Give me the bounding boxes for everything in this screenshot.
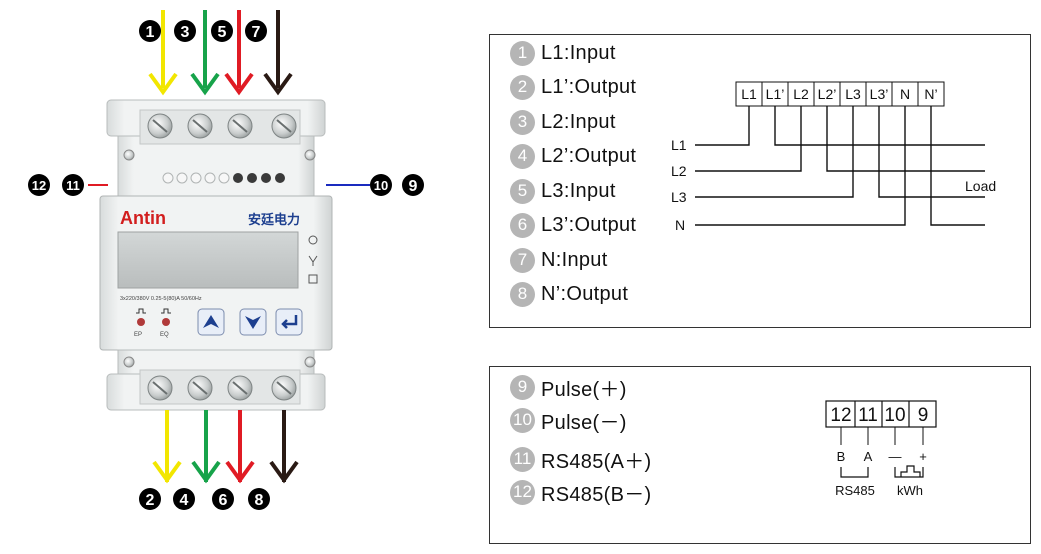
- strip-label: N’: [924, 86, 937, 102]
- line-label: L1: [671, 137, 687, 153]
- svg-text:8: 8: [255, 492, 264, 509]
- down-button[interactable]: [239, 308, 267, 336]
- square-icon: [308, 274, 318, 284]
- ep-label: EP: [134, 332, 142, 338]
- badge-bottom-8: 8: [248, 488, 270, 510]
- svg-text:6: 6: [219, 492, 228, 509]
- up-button[interactable]: [197, 308, 225, 336]
- signal-label: A: [864, 449, 873, 464]
- brand-cn: 安廷电力: [248, 212, 300, 227]
- svg-text:4: 4: [180, 492, 189, 509]
- meter-body: [99, 99, 333, 411]
- comm-icon: [308, 235, 318, 245]
- brand-logo: Antin: [120, 208, 166, 228]
- svg-text:11: 11: [66, 178, 80, 193]
- branch-icon: [308, 255, 318, 266]
- strip-label: N: [900, 86, 910, 102]
- comm-strip-label: 11: [858, 405, 878, 426]
- line-label: L3: [671, 189, 687, 205]
- comm-strip-label: 12: [830, 405, 851, 426]
- svg-text:7: 7: [252, 24, 261, 41]
- svg-text:9: 9: [409, 178, 418, 195]
- strip-label: L3’: [870, 86, 889, 102]
- comm-strip: [825, 400, 937, 428]
- badge-bottom-4: 4: [173, 488, 195, 510]
- ep-led: [137, 318, 145, 326]
- strip-label: L3: [845, 86, 861, 102]
- strip-label: L1’: [766, 86, 785, 102]
- svg-text:12: 12: [32, 178, 46, 193]
- badge-top-5: 5: [211, 20, 233, 42]
- signal-label: B: [837, 449, 846, 464]
- badge-right-9: 9: [402, 174, 424, 196]
- eq-label: EQ: [160, 332, 169, 338]
- signal-label: —: [889, 449, 902, 464]
- strip-label: L2: [793, 86, 809, 102]
- badge-bottom-2: 2: [139, 488, 161, 510]
- badge-top-1: 1: [139, 20, 161, 42]
- comm-strip-label: 10: [884, 405, 905, 426]
- badge-left-11: 11: [62, 174, 84, 196]
- badge-top-3: 3: [174, 20, 196, 42]
- svg-text:1: 1: [146, 24, 155, 41]
- line-label: L2: [671, 163, 687, 179]
- svg-text:5: 5: [218, 24, 227, 41]
- svg-text:10: 10: [374, 178, 388, 193]
- wiring-diagram: L1 L1’ L2 L2’ L3 L3’ N N’ L1 L2 L3: [671, 81, 996, 233]
- comm-strip-label: 9: [918, 405, 929, 426]
- badge-left-12: 12: [28, 174, 50, 196]
- eq-led: [162, 318, 170, 326]
- svg-text:3: 3: [181, 24, 190, 41]
- badge-right-10: 10: [370, 174, 392, 196]
- spec-text: 3x220/380V 0.25-5(80)A 50/60Hz: [120, 296, 202, 302]
- badge-bottom-6: 6: [212, 488, 234, 510]
- lcd-display: [117, 231, 299, 289]
- signal-label: +: [919, 449, 927, 464]
- line-label: N: [675, 217, 685, 233]
- strip-label: L1: [741, 86, 757, 102]
- meter-illustration: Antin 安廷电力 3x220/380V 0.25-5(80)A 50/60H…: [28, 10, 424, 510]
- enter-button[interactable]: [275, 308, 303, 336]
- load-label: Load: [965, 178, 996, 194]
- svg-text:2: 2: [146, 492, 155, 509]
- badge-top-7: 7: [245, 20, 267, 42]
- kwh-label: kWh: [897, 483, 923, 498]
- rs485-label: RS485: [835, 483, 875, 498]
- comm-diagram: 12 11 10 9 B A — + RS485 kWh: [825, 400, 937, 498]
- strip-label: L2’: [818, 86, 837, 102]
